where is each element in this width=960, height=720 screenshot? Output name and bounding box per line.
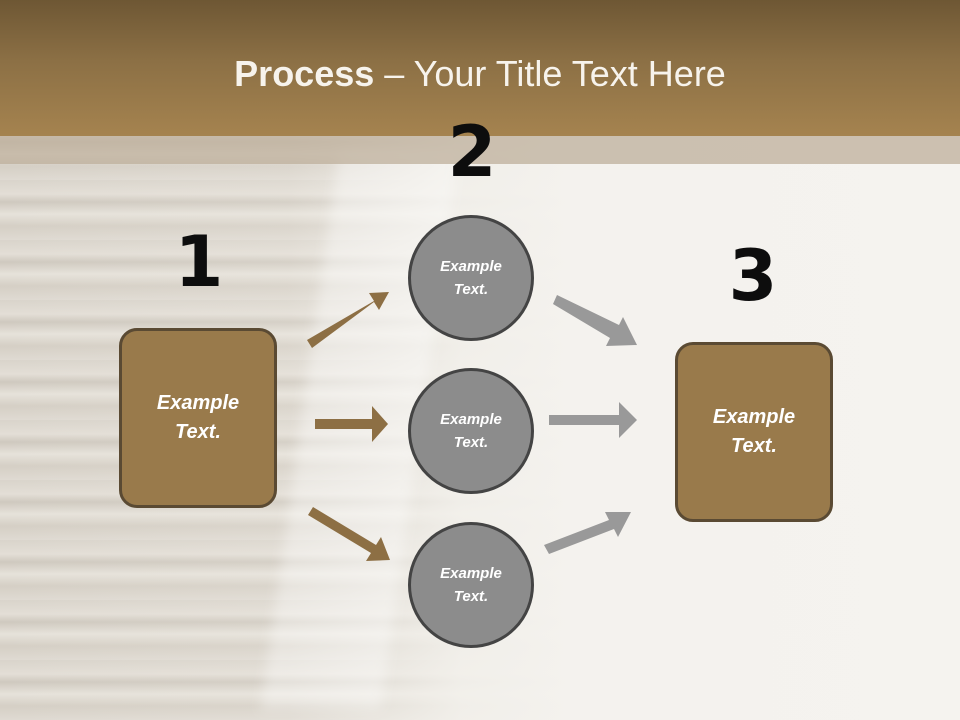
title-banner [0,0,960,136]
arrow-top-to-end [553,295,637,346]
step-number-1: 1 [174,221,224,303]
start-box-text: Example Text. [156,392,240,443]
circle-bottom-text: Example Text. [440,565,502,605]
step-number-3: 3 [728,235,778,317]
title-banner-strip [0,136,960,164]
end-box-text: Example Text. [712,406,796,457]
step-number-2: 2 [447,111,497,193]
arrow-middle-to-end [549,402,637,438]
slide-title: Process – Your Title Text Here [0,52,960,96]
arrow-start-to-middle [315,406,388,442]
title-rest-part: – Your Title Text Here [374,53,726,94]
circle-middle-text: Example Text. [440,411,502,451]
start-box: Example Text. [119,328,277,508]
end-box: Example Text. [675,342,833,522]
circle-top-text: Example Text. [440,258,502,298]
arrow-start-to-bottom [308,507,390,561]
arrow-bottom-to-end [544,512,631,554]
circle-middle: Example Text. [408,368,534,494]
circle-bottom: Example Text. [408,522,534,648]
title-bold-part: Process [234,53,375,94]
circle-top: Example Text. [408,215,534,341]
arrow-start-to-top [307,292,389,348]
